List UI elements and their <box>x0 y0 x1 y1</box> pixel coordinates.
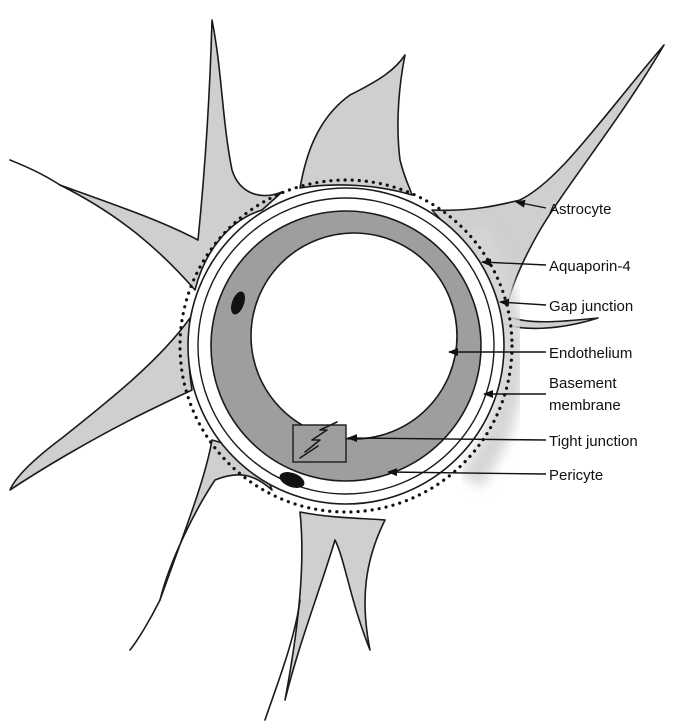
label-astrocyte: Astrocyte <box>549 201 612 218</box>
astrocyte-process-left <box>10 318 192 490</box>
label-tight-junction: Tight junction <box>549 433 638 450</box>
labels: Astrocyte Aquaporin-4 Gap junction Endot… <box>549 201 638 484</box>
astrocyte-process-bottom <box>285 512 385 700</box>
label-gap-junction: Gap junction <box>549 298 633 315</box>
label-basement-line2: membrane <box>549 397 621 414</box>
astrocyte-process-top <box>300 55 412 195</box>
label-basement-line1: Basement <box>549 375 617 392</box>
vessel-lumen <box>251 233 457 439</box>
tight-junction-box <box>293 422 346 462</box>
astrocyte-strand-2 <box>130 600 160 650</box>
astrocyte-strand-3 <box>10 160 60 185</box>
label-endothelium: Endothelium <box>549 345 632 362</box>
label-aquaporin-4: Aquaporin-4 <box>549 258 631 275</box>
label-pericyte: Pericyte <box>549 467 603 484</box>
